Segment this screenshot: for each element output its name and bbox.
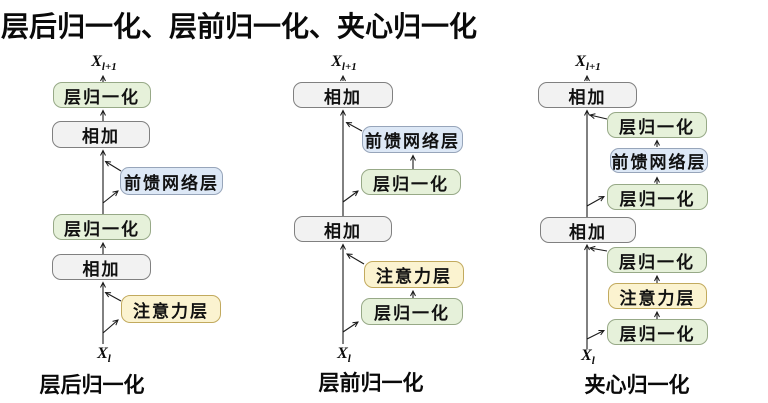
diagram-caption: 层前归一化 (318, 371, 424, 395)
attention-box: 注意力层 (121, 295, 221, 323)
layernorm-box: 层归一化 (607, 247, 707, 273)
output-variable: Xl+1 (575, 53, 601, 74)
input-variable: Xl (581, 347, 595, 368)
attention-box: 注意力层 (608, 283, 707, 309)
add-box: 相加 (293, 82, 393, 108)
layernorm-box: 层归一化 (53, 82, 151, 108)
layernorm-box: 层归一化 (607, 319, 708, 345)
diagram-caption: 夹心归一化 (584, 373, 690, 397)
layernorm-box: 层归一化 (607, 184, 708, 210)
attention-box: 注意力层 (364, 261, 464, 288)
add-box: 相加 (538, 82, 637, 108)
add-box: 相加 (52, 254, 151, 280)
input-variable: Xl (337, 345, 351, 366)
feedforward-box: 前馈网络层 (362, 126, 463, 153)
page-title: 层后归一化、层前归一化、夹心归一化 (1, 12, 478, 43)
diagram-caption: 层后归一化 (39, 373, 145, 397)
layernorm-box: 层归一化 (607, 112, 707, 138)
feedforward-box: 前馈网络层 (610, 148, 708, 173)
layernorm-box: 层归一化 (361, 298, 463, 325)
add-box: 相加 (52, 121, 150, 148)
output-variable: Xl+1 (331, 53, 357, 74)
layernorm-box: 层归一化 (361, 169, 461, 195)
feedforward-box: 前馈网络层 (120, 167, 223, 195)
input-variable: Xl (97, 345, 111, 366)
add-box: 相加 (540, 217, 636, 243)
output-variable: Xl+1 (91, 53, 117, 74)
layernorm-box: 层归一化 (53, 214, 151, 240)
add-box: 相加 (294, 216, 392, 242)
